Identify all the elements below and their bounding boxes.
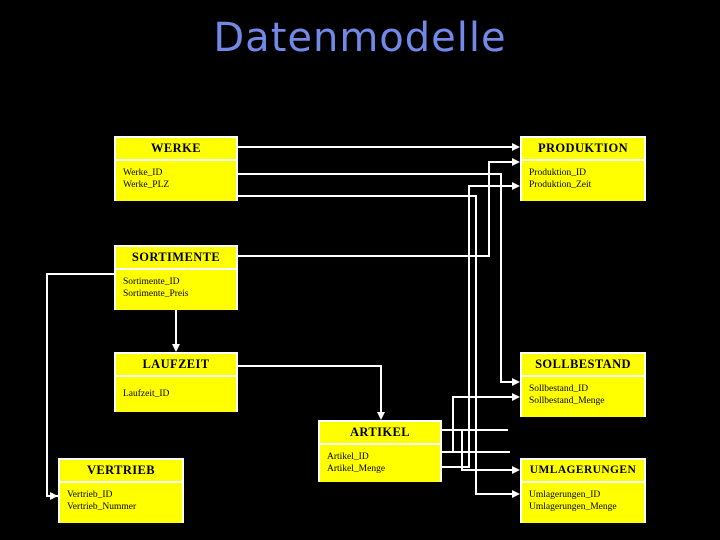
entity-artikel[interactable]: ARTIKEL Artikel_ID Artikel_Menge bbox=[318, 420, 442, 482]
arrowhead-umlagerungen-bottom bbox=[512, 466, 520, 474]
attribute: Artikel_ID bbox=[327, 452, 369, 462]
attribute: Produktion_ID bbox=[529, 168, 586, 178]
entity-umlagerungen-attributes: Umlagerungen_ID Umlagerungen_Menge bbox=[522, 483, 644, 523]
entity-vertrieb-attributes: Vertrieb_ID Vertrieb_Nummer bbox=[60, 483, 182, 523]
entity-sollbestand-attributes: Sollbestand_ID Sollbestand_Menge bbox=[522, 377, 644, 417]
entity-vertrieb-divider bbox=[60, 481, 182, 483]
entity-sollbestand[interactable]: SOLLBESTAND Sollbestand_ID Sollbestand_M… bbox=[520, 352, 646, 417]
entity-umlagerungen-title: UMLAGERUNGEN bbox=[522, 460, 644, 481]
connector-werke-sollbestand-h1 bbox=[238, 173, 502, 175]
attribute: Produktion_Zeit bbox=[529, 180, 592, 190]
entity-produktion[interactable]: PRODUKTION Produktion_ID Produktion_Zeit bbox=[520, 136, 646, 201]
connector-artikel-sollbestand-h2 bbox=[452, 396, 514, 398]
connector-werke-umlagerungen-v bbox=[475, 195, 477, 495]
entity-artikel-attributes: Artikel_ID Artikel_Menge bbox=[320, 445, 440, 482]
arrowhead-umlagerungen-top bbox=[512, 490, 520, 498]
entity-werke-attributes: Werke_ID Werke_PLZ bbox=[116, 161, 236, 201]
entity-artikel-title: ARTIKEL bbox=[320, 422, 440, 443]
entity-laufzeit[interactable]: LAUFZEIT Laufzeit_ID bbox=[114, 352, 238, 412]
entity-sollbestand-divider bbox=[522, 375, 644, 377]
arrowhead-sollbestand-bottom bbox=[512, 393, 520, 401]
attribute: Sollbestand_ID bbox=[529, 384, 589, 394]
attribute: Sollbestand_Menge bbox=[529, 396, 605, 406]
connector-artikel-umlagerungen-v bbox=[461, 429, 463, 471]
entity-produktion-attributes: Produktion_ID Produktion_Zeit bbox=[522, 161, 644, 201]
connector-sortimente-laufzeit bbox=[175, 310, 177, 346]
arrowhead-laufzeit-top bbox=[172, 344, 180, 352]
arrowhead-sollbestand-mid bbox=[512, 378, 520, 386]
connector-artikel-sollbestand-h1 bbox=[442, 451, 510, 453]
connector-werke-umlagerungen-h2 bbox=[475, 493, 514, 495]
attribute: Sortimente_Preis bbox=[123, 289, 189, 299]
connector-sortimente-vertrieb-h1 bbox=[46, 273, 114, 275]
entity-werke-divider bbox=[116, 159, 236, 161]
arrowhead-vertrieb-left bbox=[50, 492, 58, 500]
entity-sortimente-title: SORTIMENTE bbox=[116, 247, 236, 268]
attribute: Vertrieb_Nummer bbox=[67, 502, 137, 512]
arrowhead-produktion-mid bbox=[512, 158, 520, 166]
entity-umlagerungen-divider bbox=[522, 481, 644, 483]
entity-laufzeit-divider bbox=[116, 375, 236, 377]
entity-laufzeit-title: LAUFZEIT bbox=[116, 354, 236, 375]
page-title: Datenmodelle bbox=[213, 15, 507, 61]
attribute: Umlagerungen_Menge bbox=[529, 502, 617, 512]
attribute: Werke_ID bbox=[123, 168, 163, 178]
connector-laufzeit-artikel-h bbox=[238, 365, 382, 367]
connector-werke-sollbestand-h2 bbox=[500, 381, 514, 383]
entity-sollbestand-title: SOLLBESTAND bbox=[522, 354, 644, 375]
arrowhead-artikel-top bbox=[377, 412, 385, 420]
arrowhead-produktion-bottom bbox=[512, 182, 520, 190]
connector-artikel-umlagerungen-h2 bbox=[461, 469, 514, 471]
attribute: Werke_PLZ bbox=[123, 180, 170, 190]
connector-sortimente-vertrieb-v bbox=[46, 273, 48, 497]
entity-umlagerungen[interactable]: UMLAGERUNGEN Umlagerungen_ID Umlagerunge… bbox=[520, 458, 646, 523]
entity-produktion-divider bbox=[522, 159, 644, 161]
entity-laufzeit-attributes: Laufzeit_ID bbox=[116, 377, 236, 412]
arrowhead-produktion-top bbox=[512, 143, 520, 151]
entity-werke[interactable]: WERKE Werke_ID Werke_PLZ bbox=[114, 136, 238, 201]
connector-werke-sollbestand-v bbox=[500, 173, 502, 383]
connector-artikel-umlagerungen-h1 bbox=[442, 429, 508, 431]
attribute: Sortimente_ID bbox=[123, 277, 180, 287]
entity-sortimente-attributes: Sortimente_ID Sortimente_Preis bbox=[116, 270, 236, 310]
entity-artikel-divider bbox=[320, 443, 440, 445]
attribute: Laufzeit_ID bbox=[123, 389, 170, 399]
connector-artikel-produktion-h2 bbox=[468, 185, 514, 187]
connector-artikel-produktion-h1 bbox=[442, 466, 470, 468]
entity-sortimente[interactable]: SORTIMENTE Sortimente_ID Sortimente_Prei… bbox=[114, 245, 238, 310]
attribute: Umlagerungen_ID bbox=[529, 490, 601, 500]
connector-sortimente-produktion-v bbox=[488, 161, 490, 257]
entity-produktion-title: PRODUKTION bbox=[522, 138, 644, 159]
entity-sortimente-divider bbox=[116, 268, 236, 270]
connector-artikel-sollbestand-v bbox=[452, 396, 454, 453]
connector-werke-produktion bbox=[238, 146, 514, 148]
connector-sortimente-produktion-h1 bbox=[238, 255, 490, 257]
connector-werke-umlagerungen-h1 bbox=[238, 195, 477, 197]
connector-laufzeit-artikel-v bbox=[380, 365, 382, 414]
entity-vertrieb[interactable]: VERTRIEB Vertrieb_ID Vertrieb_Nummer bbox=[58, 458, 184, 523]
attribute: Artikel_Menge bbox=[327, 464, 386, 474]
connector-artikel-produktion-v bbox=[468, 185, 470, 468]
connector-sortimente-produktion-h2 bbox=[488, 161, 514, 163]
attribute: Vertrieb_ID bbox=[67, 490, 113, 500]
entity-werke-title: WERKE bbox=[116, 138, 236, 159]
entity-vertrieb-title: VERTRIEB bbox=[60, 460, 182, 481]
